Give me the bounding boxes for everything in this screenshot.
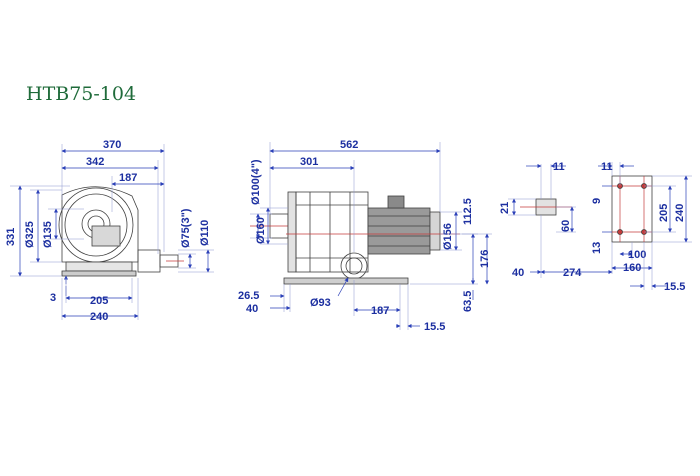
side-view: 562 301 Ø100(4") Ø160 Ø156 112.5 176 63. [238, 139, 492, 333]
front-dim-width-overall: 370 [103, 139, 121, 151]
flange-dim-11-left: 11 [553, 161, 565, 173]
flange-dim-15-5: 15.5 [664, 281, 685, 293]
side-dim-length-562: 562 [340, 139, 358, 151]
front-dim-width-342: 342 [86, 156, 104, 168]
flange-dim-13: 13 [591, 242, 603, 254]
flange-view: 11 21 60 11 9 [499, 161, 692, 293]
flange-dim-160: 160 [623, 262, 641, 274]
flange-dim-240: 240 [674, 204, 686, 222]
side-dim-301: 301 [300, 156, 318, 168]
side-housing [250, 191, 460, 285]
side-dim-dia-93: Ø93 [310, 297, 331, 309]
front-dim-base-205: 205 [90, 295, 108, 307]
flange-dim-21: 21 [499, 202, 511, 214]
side-dim-dia-160: Ø160 [255, 217, 267, 244]
front-dim-dia-135: Ø135 [42, 221, 54, 248]
side-dim-inlet-100: Ø100(4") [250, 159, 262, 205]
front-dim-base-240: 240 [90, 311, 108, 323]
model-title: HTB75-104 [26, 83, 136, 105]
side-dim-187: 187 [371, 305, 389, 317]
flange-dim-9: 9 [591, 198, 603, 204]
front-dim-187: 187 [119, 172, 137, 184]
side-dim-15-5: 15.5 [424, 321, 445, 333]
flange-dim-205: 205 [658, 204, 670, 222]
side-dim-176: 176 [479, 250, 491, 268]
front-dim-3: 3 [50, 292, 56, 304]
front-dim-dia-110: Ø110 [199, 220, 211, 246]
side-dim-112-5: 112.5 [462, 198, 474, 225]
side-dim-40: 40 [246, 303, 258, 315]
front-view: 370 342 187 331 Ø325 Ø135 Ø75(3") Ø [5, 139, 214, 323]
side-dim-63-5: 63.5 [462, 291, 474, 312]
side-dim-26-5: 26.5 [238, 290, 259, 302]
flange-dim-274: 274 [563, 267, 582, 279]
flange-dim-100: 100 [628, 249, 646, 261]
flange-dim-40: 40 [512, 267, 524, 279]
front-dim-height-331: 331 [5, 228, 17, 246]
front-housing [58, 186, 184, 277]
shaft-detail [520, 164, 572, 216]
flange-dim-11-right: 11 [601, 161, 613, 173]
front-dim-dia-325: Ø325 [24, 221, 36, 248]
side-dim-dia-156: Ø156 [442, 223, 454, 250]
front-dim-outlet-75: Ø75(3") [180, 208, 192, 248]
flange-dim-60: 60 [560, 220, 572, 232]
